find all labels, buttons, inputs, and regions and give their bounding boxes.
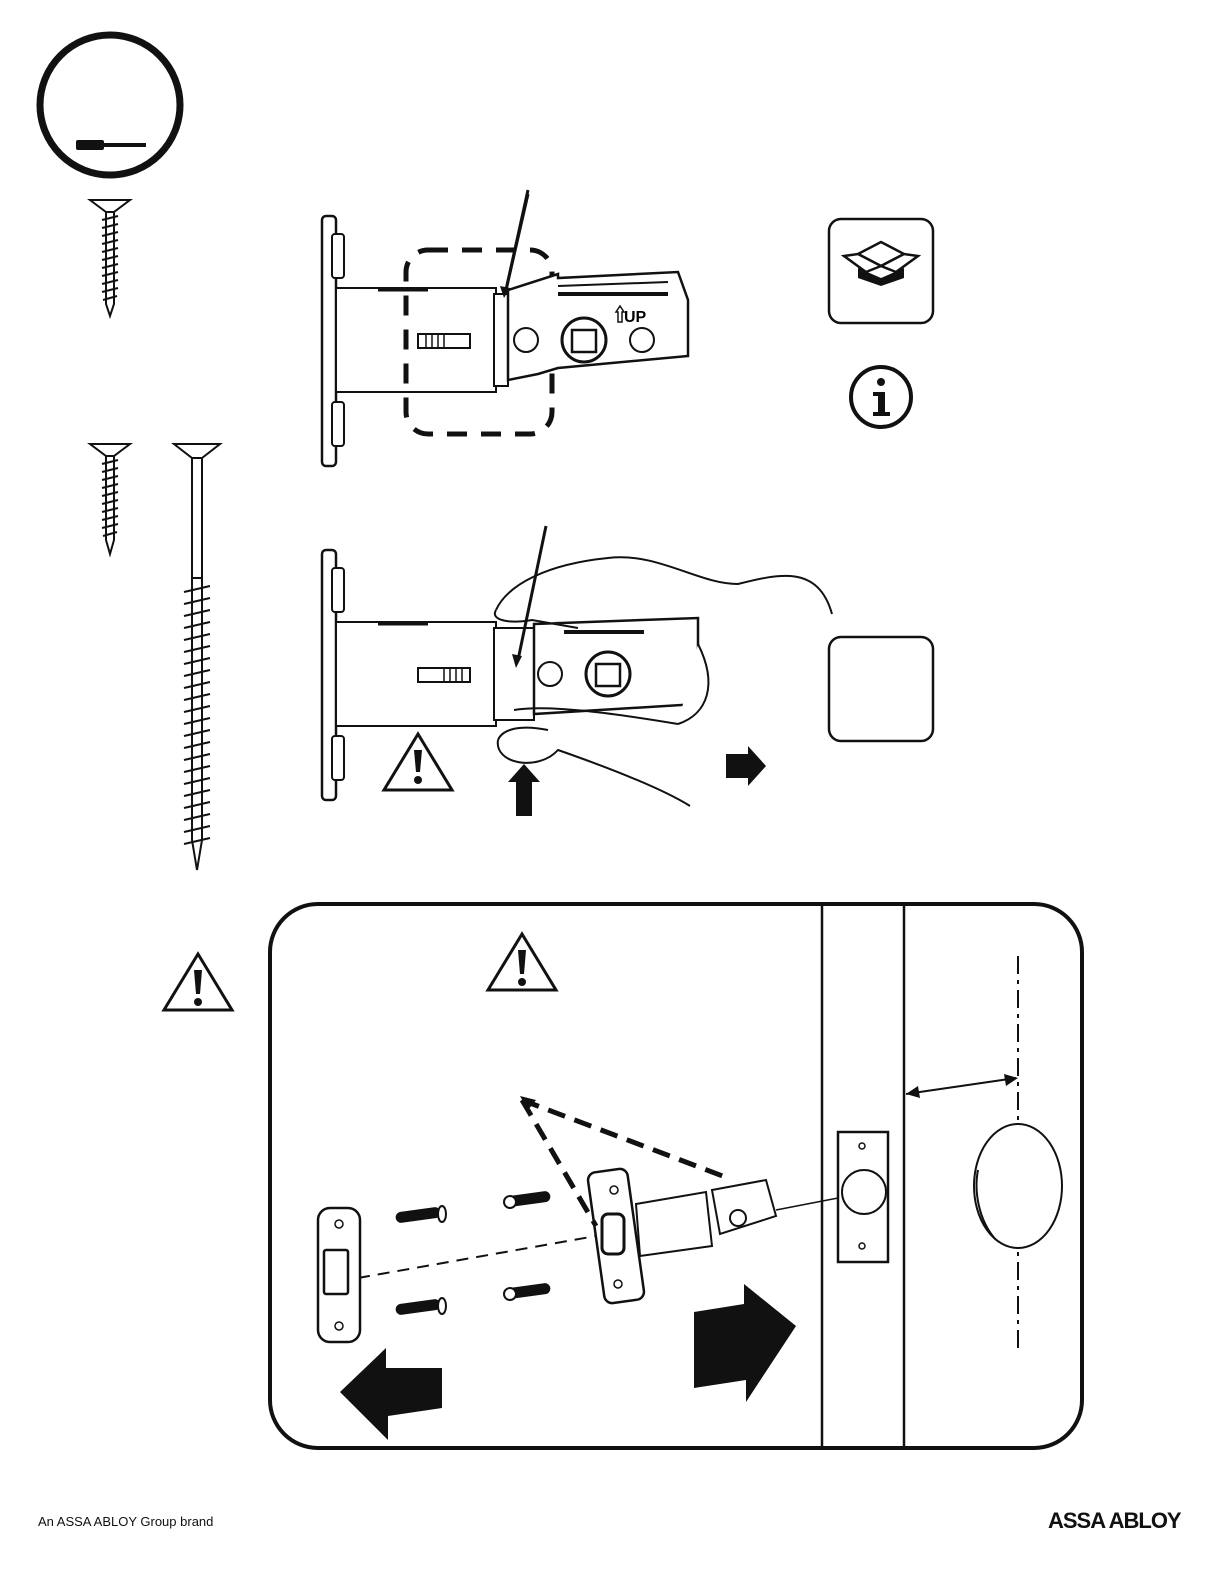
- latch-diagram-top: UP: [318, 190, 698, 480]
- screw-short-top: [88, 196, 134, 321]
- blank-box: [826, 634, 938, 744]
- warning-triangle-icon: [384, 734, 452, 790]
- latch-diagram-hand: [318, 524, 848, 824]
- assa-abloy-logo: ASSA ABLOY: [1048, 1508, 1181, 1534]
- push-up-arrow: [508, 764, 540, 816]
- info-icon: [848, 364, 914, 430]
- push-right-arrow: [726, 746, 766, 786]
- screwdriver-icon: [76, 140, 146, 150]
- installation-panel: [266, 900, 1086, 1452]
- warning-triangle-icon: [162, 950, 234, 1014]
- screw-short-middle: [88, 440, 134, 558]
- brand-tagline: An ASSA ABLOY Group brand: [38, 1514, 213, 1529]
- package-box-icon: [826, 216, 938, 326]
- tool-circle: [36, 32, 186, 182]
- latch-up-label: UP: [624, 309, 647, 326]
- screw-long: [172, 440, 224, 874]
